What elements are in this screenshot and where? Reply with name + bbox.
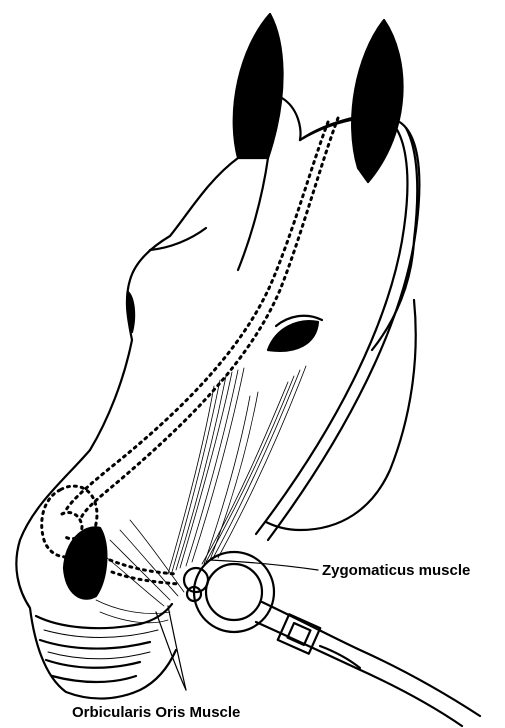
dotted-nasal-line-inner xyxy=(66,122,328,510)
left-ear xyxy=(234,14,283,158)
head-outline xyxy=(16,114,417,699)
orbicularis-label: Orbicularis Oris Muscle xyxy=(72,704,240,721)
cheek-strap-inner xyxy=(256,118,407,534)
nostril xyxy=(64,527,106,598)
zygomaticus-label: Zygomaticus muscle xyxy=(322,562,470,579)
right-ear xyxy=(352,20,402,182)
rein-upper xyxy=(262,602,480,716)
orbicularis-pointer-2 xyxy=(168,606,186,690)
